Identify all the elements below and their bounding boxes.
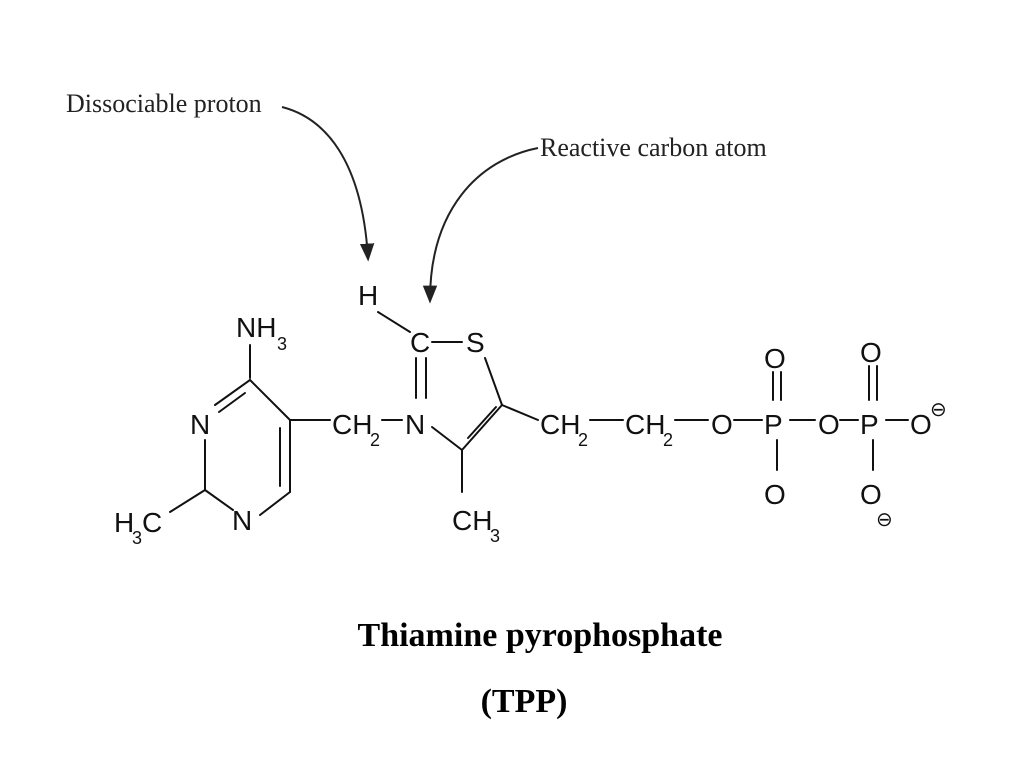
- amino-subscript: 3: [277, 334, 287, 354]
- ester-oxygen-label: O: [711, 409, 733, 440]
- thiazolium-ring: H C S N CH 3: [358, 280, 503, 546]
- bridge-subscript: 2: [370, 430, 380, 450]
- chain-ch-1-label: CH: [540, 409, 580, 440]
- amino-nh-label: NH: [236, 312, 276, 343]
- methyl-h-label: H: [114, 507, 134, 538]
- compound-abbreviation: (TPP): [481, 683, 568, 720]
- chain-subscript-2: 2: [663, 430, 673, 450]
- methyl-subscript: 3: [132, 528, 142, 548]
- bridge-ch-label: CH: [332, 409, 372, 440]
- dissociable-proton-arrow: [281, 106, 375, 262]
- bridging-oxygen-label: O: [818, 409, 840, 440]
- chain-ch-2-label: CH: [625, 409, 665, 440]
- ring-n-upper-label: N: [190, 409, 210, 440]
- ring-nitrogen-label: N: [405, 409, 425, 440]
- ring-methyl-ch-label: CH: [452, 505, 492, 536]
- pyrimidine-ring: NH 3 N N H 3 C: [114, 312, 291, 548]
- terminal-oxygen-label: O: [910, 409, 932, 440]
- p2-bottom-minus-icon: ⊖: [876, 509, 893, 531]
- phosphorus-2-label: P: [860, 409, 879, 440]
- ring-methyl-subscript: 3: [490, 526, 500, 546]
- c2-carbon-label: C: [410, 327, 430, 358]
- p1-top-oxygen-label: O: [764, 343, 786, 374]
- reactive-carbon-arrow: [422, 147, 539, 304]
- p2-top-oxygen-label: O: [860, 337, 882, 368]
- ring-n-lower-label: N: [232, 505, 252, 536]
- sulfur-label: S: [466, 327, 485, 358]
- chain-subscript-1: 2: [578, 430, 588, 450]
- methyl-c-label: C: [142, 507, 162, 538]
- p2-bottom-oxygen-label: O: [860, 479, 882, 510]
- pyrophosphate-group: O P O O O P O O ⊖ O ⊖: [711, 337, 947, 531]
- terminal-minus-icon: ⊖: [930, 399, 947, 421]
- compound-name: Thiamine pyrophosphate: [358, 617, 723, 654]
- proton-h-label: H: [358, 280, 378, 311]
- dissociable-proton-label: Dissociable proton: [66, 89, 262, 118]
- phosphorus-1-label: P: [764, 409, 783, 440]
- reactive-carbon-label: Reactive carbon atom: [540, 133, 767, 162]
- p1-bottom-oxygen-label: O: [764, 479, 786, 510]
